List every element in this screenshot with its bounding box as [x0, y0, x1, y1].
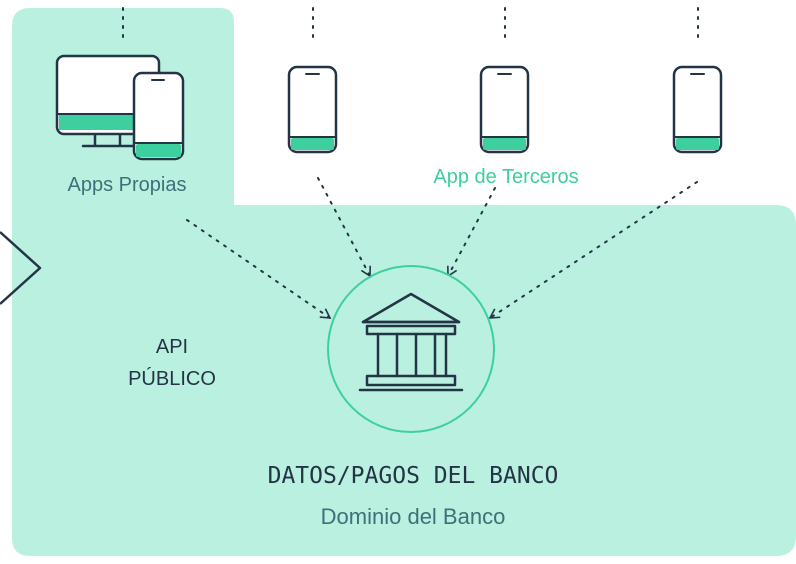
arrow-right-icon: [0, 231, 42, 305]
top-connectors: [122, 7, 699, 45]
phone-icon: [287, 65, 338, 154]
bank-data-title: DATOS/PAGOS DEL BANCO: [268, 463, 559, 489]
monitor-and-phone-icon: [55, 54, 185, 161]
flow-arrows: [186, 177, 698, 319]
phone-icon: [672, 65, 723, 154]
phone-icon: [479, 65, 530, 154]
api-label-line2: PÚBLICO: [128, 367, 216, 390]
api-label-line1: API: [156, 336, 188, 358]
bank-domain-label: Dominio del Banco: [321, 504, 506, 529]
own-apps-label: Apps Propias: [68, 174, 187, 196]
third-party-apps-label: App de Terceros: [433, 166, 578, 188]
bank-circle: [327, 265, 495, 433]
bank-building-icon: [358, 292, 464, 392]
